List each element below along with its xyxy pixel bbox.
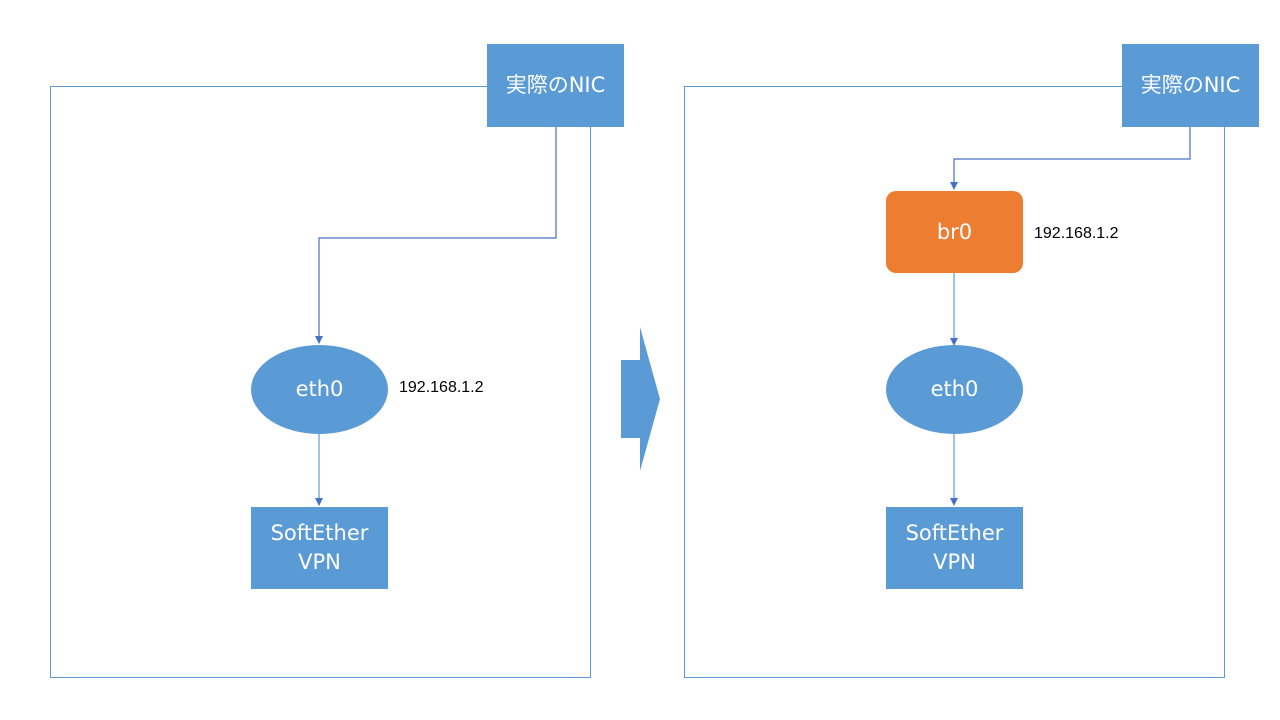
left-nic-to-eth0-connector bbox=[315, 127, 557, 344]
right-br0-ip: 192.168.1.2 bbox=[1034, 225, 1119, 242]
left-nic-label: 実際のNIC bbox=[505, 73, 606, 97]
left-eth0-ip: 192.168.1.2 bbox=[399, 379, 484, 396]
right-vpn-label: SoftEther VPN bbox=[905, 521, 1004, 574]
right-eth0-node: eth0 bbox=[886, 345, 1023, 434]
right-eth0-label: eth0 bbox=[930, 377, 979, 401]
right-nic-to-br0-connector bbox=[950, 127, 1191, 190]
left-eth0-label: eth0 bbox=[295, 377, 344, 401]
right-nic-box: 実際のNIC bbox=[1122, 44, 1259, 127]
right-arrow-icon bbox=[621, 327, 660, 471]
left-host-frame bbox=[50, 86, 591, 678]
left-eth0-node: eth0 bbox=[251, 345, 388, 434]
right-br0-label: br0 bbox=[936, 219, 973, 244]
left-vpn-label: SoftEther VPN bbox=[270, 521, 369, 574]
right-br0-node: br0 bbox=[886, 191, 1023, 273]
left-vpn-box: SoftEther VPN bbox=[251, 507, 388, 589]
right-host-frame bbox=[684, 86, 1225, 678]
right-vpn-box: SoftEther VPN bbox=[886, 507, 1023, 589]
left-nic-box: 実際のNIC bbox=[487, 44, 624, 127]
right-nic-label: 実際のNIC bbox=[1140, 73, 1241, 97]
